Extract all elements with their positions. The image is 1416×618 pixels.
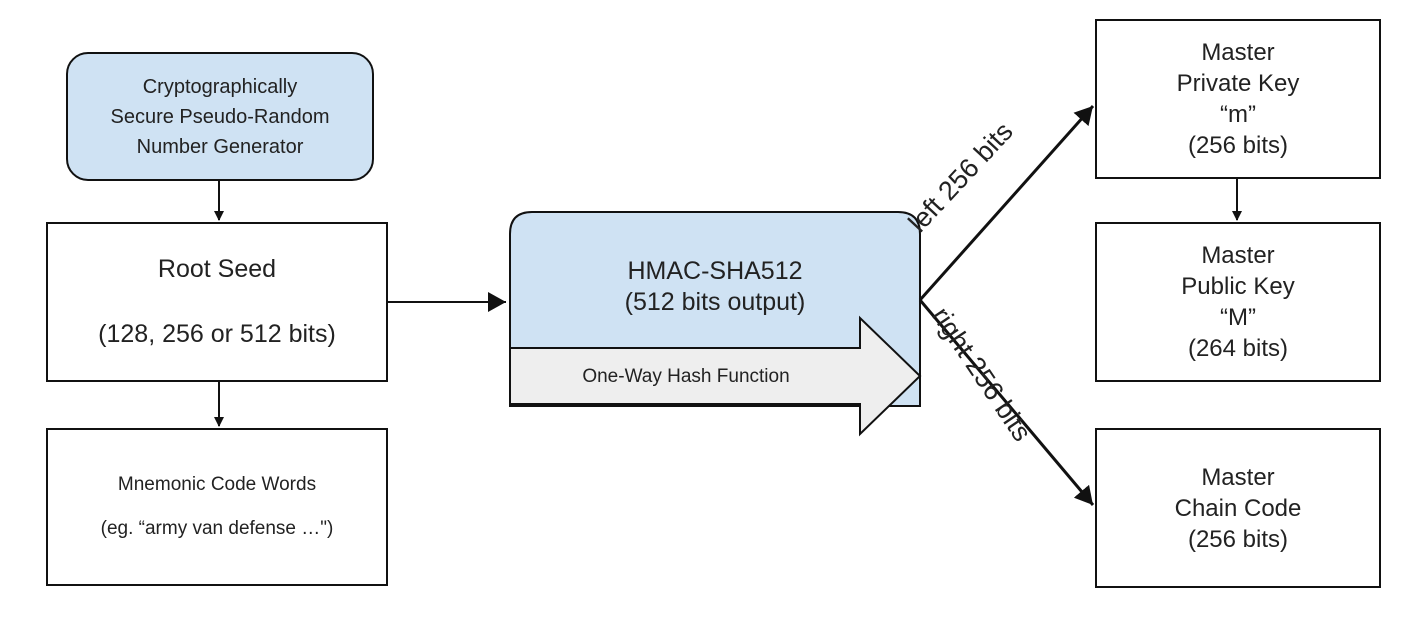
mnemonic-example: (eg. “army van defense …") bbox=[100, 518, 334, 539]
csprng-line-2: Secure Pseudo-Random bbox=[110, 105, 330, 128]
master-private-line-3: “m” bbox=[1220, 101, 1256, 128]
csprng-line-3: Number Generator bbox=[136, 135, 304, 158]
master-public-line-3: “M” bbox=[1220, 304, 1256, 331]
master-private-line-1: Master bbox=[1201, 39, 1275, 66]
hmac-label: HMAC-SHA512 (512 bits output) bbox=[510, 256, 920, 318]
right-bits-arrow bbox=[918, 299, 1095, 506]
one-way-hash-arrow bbox=[509, 315, 922, 437]
master-private-line-2: Private Key bbox=[1176, 70, 1300, 97]
hmac-title: HMAC-SHA512 bbox=[627, 257, 803, 285]
master-public-key-box: Master Public Key “M” (264 bits) bbox=[1095, 222, 1381, 382]
root-seed-sizes: (128, 256 or 512 bits) bbox=[98, 320, 336, 348]
left-bits-arrow bbox=[918, 105, 1095, 301]
root-seed-box: Root Seed (128, 256 or 512 bits) bbox=[46, 222, 388, 382]
root-seed-title: Root Seed bbox=[157, 255, 277, 283]
csprng-box: Cryptographically Secure Pseudo-Random N… bbox=[66, 52, 374, 181]
master-chain-line-2: Chain Code bbox=[1174, 494, 1302, 522]
csprng-line-1: Cryptographically bbox=[142, 75, 298, 98]
master-private-line-4: (256 bits) bbox=[1187, 132, 1289, 159]
mnemonic-box: Mnemonic Code Words (eg. “army van defen… bbox=[46, 428, 388, 586]
master-chain-code-box: Master Chain Code (256 bits) bbox=[1095, 428, 1381, 588]
master-public-line-4: (264 bits) bbox=[1187, 335, 1289, 362]
master-public-line-1: Master bbox=[1201, 242, 1275, 269]
master-chain-line-1: Master bbox=[1201, 463, 1275, 491]
master-public-line-2: Public Key bbox=[1181, 273, 1295, 300]
mnemonic-title: Mnemonic Code Words bbox=[117, 474, 317, 495]
master-private-key-box: Master Private Key “m” (256 bits) bbox=[1095, 19, 1381, 179]
master-chain-line-3: (256 bits) bbox=[1187, 525, 1289, 553]
one-way-hash-label: One-Way Hash Function bbox=[582, 366, 790, 387]
hmac-output: (512 bits output) bbox=[624, 288, 806, 316]
